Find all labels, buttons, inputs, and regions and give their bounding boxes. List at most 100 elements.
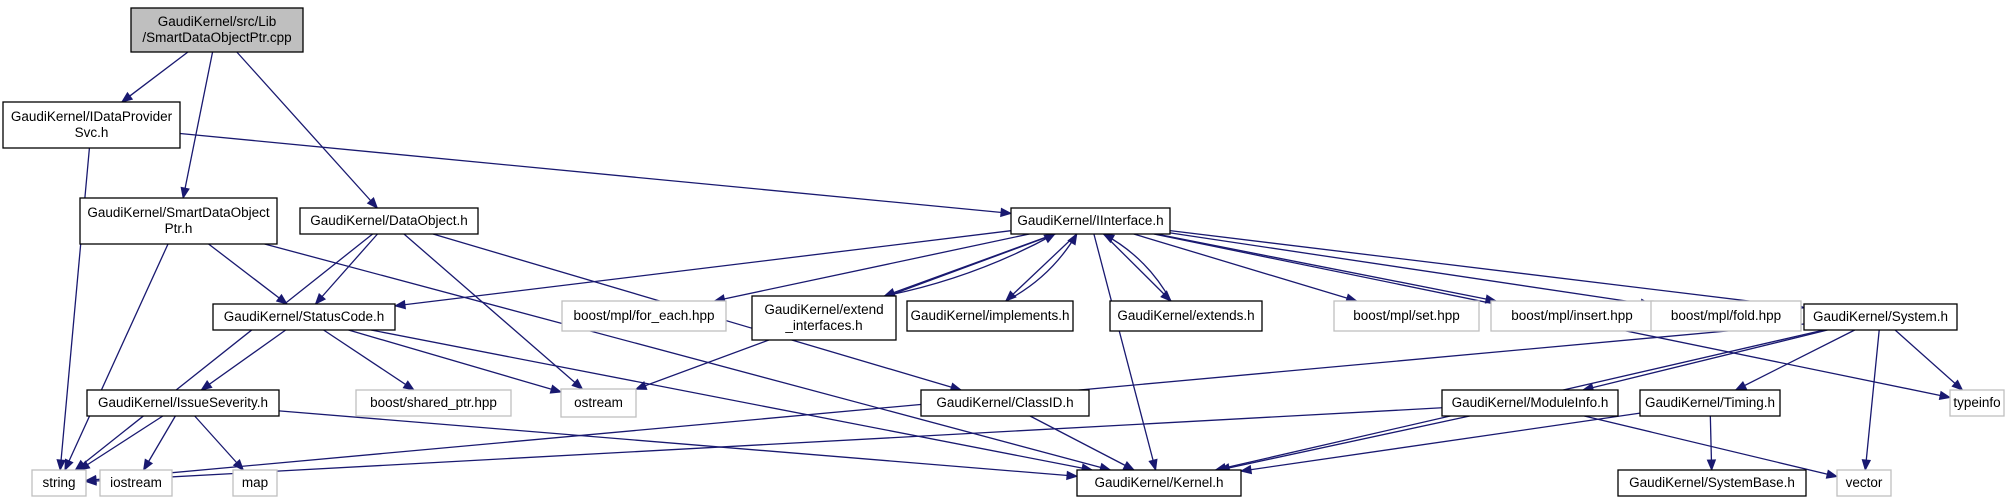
node-label: GaudiKernel/src/Lib — [158, 14, 277, 29]
node-box — [1109, 300, 1263, 332]
node-dobj[interactable]: GaudiKernel/DataObject.h — [299, 207, 479, 235]
node-label: GaudiKernel/extends.h — [1117, 308, 1254, 323]
node-box — [1441, 389, 1619, 417]
arrowhead — [314, 292, 327, 306]
edge-sc-to-ostream — [348, 329, 563, 394]
edge-line — [59, 147, 91, 471]
node-label: GaudiKernel/DataObject.h — [310, 213, 468, 228]
node-label: GaudiKernel/implements.h — [910, 308, 1069, 323]
edge-dobj-to-string — [74, 233, 374, 471]
edge-idp-to-string — [56, 147, 91, 472]
node-extint[interactable]: GaudiKernel/extend_interfaces.h — [751, 295, 897, 341]
node-box — [1639, 389, 1781, 417]
node-label: boost/mpl/fold.hpp — [1671, 308, 1781, 323]
arrowhead — [1938, 390, 1952, 400]
edge-line — [236, 51, 378, 209]
edge-iif-to-ext — [1103, 233, 1172, 302]
node-label: /SmartDataObjectPtr.cpp — [142, 30, 291, 45]
edge-line — [1029, 415, 1135, 471]
edge-line — [278, 410, 1078, 477]
node-box — [1836, 469, 1892, 497]
node-vector: vector — [1836, 469, 1892, 497]
arrowhead — [1102, 233, 1116, 244]
node-sys[interactable]: GaudiKernel/System.h — [1803, 303, 1958, 331]
edge-iss-to-map — [194, 415, 245, 472]
node-sdo[interactable]: GaudiKernel/SmartDataObjectPtr.h — [79, 197, 278, 245]
node-box — [299, 207, 479, 235]
edge-line — [394, 230, 1012, 307]
edge-line — [1169, 230, 1805, 309]
node-label: GaudiKernel/SmartDataObject — [87, 205, 270, 220]
edge-extint-to-iif — [884, 233, 1056, 297]
node-mplins: boost/mpl/insert.hpp — [1490, 300, 1654, 332]
edge-line — [1133, 233, 1357, 302]
edge-modinfo-to-string — [84, 407, 1443, 486]
node-iif[interactable]: GaudiKernel/IInterface.h — [1010, 207, 1171, 235]
edge-line — [1005, 233, 1078, 302]
node-box — [355, 389, 512, 417]
arrowhead — [1000, 207, 1013, 218]
arrowhead — [64, 458, 74, 472]
edge-idp-to-iif — [179, 132, 1013, 218]
edge-line — [121, 51, 189, 103]
edge-line — [1582, 329, 1828, 391]
node-foreach: boost/mpl/for_each.hpp — [561, 300, 727, 332]
node-sysbase[interactable]: GaudiKernel/SystemBase.h — [1617, 469, 1807, 497]
node-box — [99, 469, 173, 497]
edge-sys-to-vector — [1861, 329, 1880, 472]
node-ostream: ostream — [560, 388, 637, 418]
node-label: boost/mpl/set.hpp — [1353, 308, 1460, 323]
node-label: GaudiKernel/IInterface.h — [1017, 213, 1163, 228]
node-label: string — [42, 475, 75, 490]
edge-dobj-to-ostream — [403, 233, 584, 390]
node-clsid[interactable]: GaudiKernel/ClassID.h — [920, 389, 1090, 417]
node-iss[interactable]: GaudiKernel/IssueSeverity.h — [86, 389, 280, 417]
edge-line — [1864, 329, 1880, 471]
node-box — [2, 101, 181, 149]
node-box — [906, 300, 1074, 332]
edge-line — [1894, 329, 1963, 391]
edge-clsid-to-kernel — [1029, 415, 1136, 471]
edge-line — [179, 132, 1012, 215]
node-mplfold: boost/mpl/fold.hpp — [1650, 300, 1802, 332]
node-ext[interactable]: GaudiKernel/extends.h — [1109, 300, 1263, 332]
node-box — [79, 197, 278, 245]
node-modinfo[interactable]: GaudiKernel/ModuleInfo.h — [1441, 389, 1619, 417]
node-impl[interactable]: GaudiKernel/implements.h — [906, 300, 1074, 332]
node-box — [1333, 300, 1480, 332]
edge-line — [208, 243, 288, 305]
arrowhead — [1239, 464, 1253, 475]
node-sc[interactable]: GaudiKernel/StatusCode.h — [212, 303, 396, 331]
node-label: GaudiKernel/IDataProvider — [11, 109, 173, 124]
arrowhead — [1951, 379, 1964, 391]
edge-sdo-to-string — [64, 243, 169, 472]
node-box — [751, 295, 897, 341]
edge-line — [884, 233, 1056, 297]
arrowhead — [180, 186, 190, 200]
node-box — [86, 389, 280, 417]
edge-line — [1169, 232, 1652, 306]
node-map: map — [232, 469, 278, 497]
edge-line — [403, 233, 583, 390]
node-label: GaudiKernel/ModuleInfo.h — [1452, 395, 1609, 410]
arrowhead — [1067, 232, 1078, 246]
node-box — [1010, 207, 1171, 235]
node-box — [1076, 469, 1242, 497]
node-label: GaudiKernel/System.h — [1813, 309, 1948, 324]
edge-sc-to-shptr — [323, 329, 416, 391]
arrowhead — [571, 378, 584, 390]
arrowhead — [142, 458, 154, 472]
node-root[interactable]: GaudiKernel/src/Lib/SmartDataObjectPtr.c… — [130, 7, 304, 53]
edge-line — [264, 243, 1111, 471]
node-mplset: boost/mpl/set.hpp — [1333, 300, 1480, 332]
node-kernel[interactable]: GaudiKernel/Kernel.h — [1076, 469, 1242, 497]
arrowhead — [1122, 460, 1136, 471]
node-timing[interactable]: GaudiKernel/Timing.h — [1639, 389, 1781, 417]
arrowhead — [120, 91, 134, 103]
edge-impl-to-iif — [1005, 232, 1078, 302]
arrowhead — [1148, 458, 1158, 472]
nodes-layer: GaudiKernel/src/Lib/SmartDataObjectPtr.c… — [2, 7, 2005, 497]
edge-line — [1103, 233, 1172, 302]
